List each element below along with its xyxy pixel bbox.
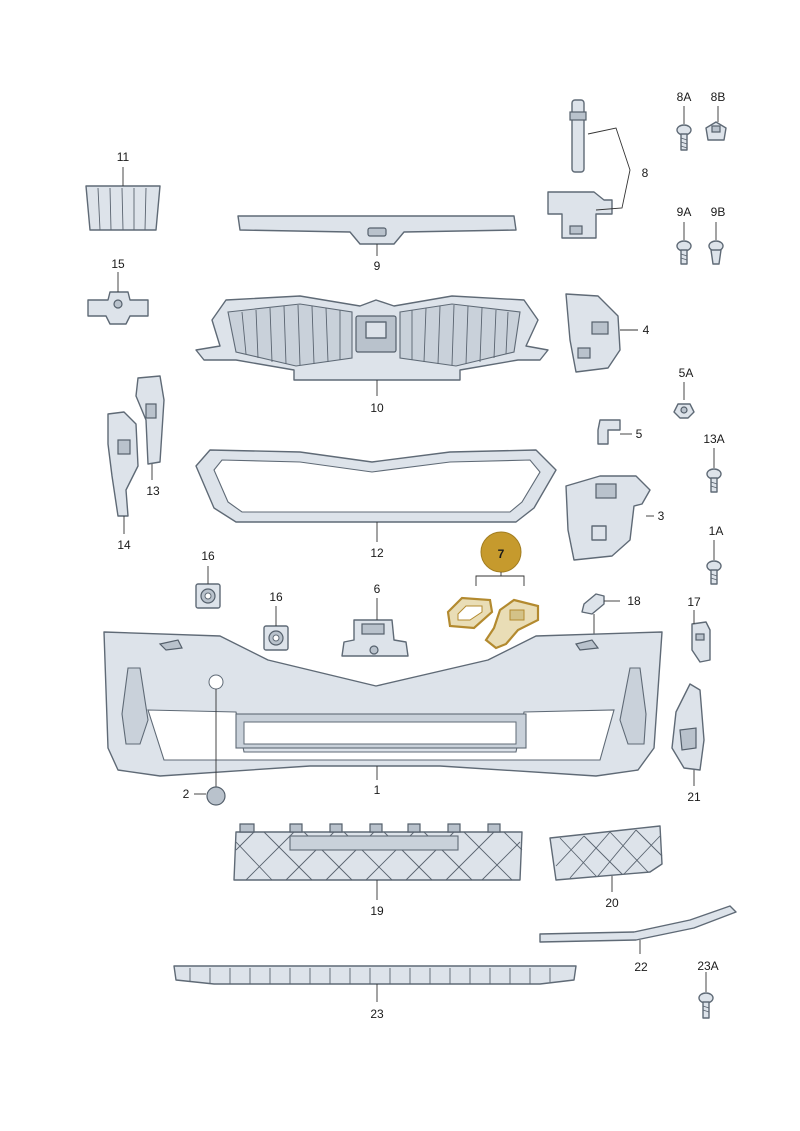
part-6-holder [341,598,409,657]
part-17-clip-bracket [691,610,711,663]
callout-5: 5 [636,427,643,441]
callout-21: 21 [687,790,701,804]
part-14-guide-left [107,411,139,534]
callout-9: 9 [374,259,381,273]
part-8a-screw [676,106,692,151]
callout-13a: 13A [703,432,724,446]
callout-11: 11 [117,150,130,164]
callout-4: 4 [643,323,650,337]
callout-8a: 8A [677,90,692,104]
part-21-side-trim [671,683,705,786]
callout-19: 19 [370,904,384,918]
callout-16-a: 16 [201,549,215,563]
part-16-sensor-holder-a [195,566,221,609]
callout-3: 3 [658,509,665,523]
part-16-sensor-holder-b [263,606,289,651]
part-5-holder [597,419,632,445]
part-8b-clip-nut [705,106,727,141]
part-23a-screw [698,972,714,1019]
callout-22: 22 [634,960,648,974]
callout-12: 12 [370,546,384,560]
part-23-spoiler [173,965,577,1002]
part-4-side-bracket [565,293,638,373]
part-5a-nut [673,382,695,419]
part-7-highlighted-set[interactable] [446,531,540,650]
callout-10: 10 [370,401,384,415]
part-20-side-grille [549,825,663,892]
part-1-bumper-cover [103,631,663,790]
callout-20: 20 [605,896,619,910]
callout-1: 1 [374,783,381,797]
part-13a-screw [706,448,722,493]
callout-6: 6 [374,582,381,596]
callout-23: 23 [370,1007,384,1021]
part-22-trim-strip [539,905,737,954]
part-15-bracket [87,272,149,325]
callout-13: 13 [146,484,160,498]
part-19-lower-grille [233,823,523,900]
part-9b-expansion-rivet [708,222,724,265]
callout-8b: 8B [711,90,726,104]
part-10-radiator-grille [195,295,549,396]
part-13-guide-left [135,375,165,480]
callout-7: 7 [498,547,505,561]
callout-2: 2 [183,787,190,801]
callout-5a: 5A [679,366,694,380]
callout-23a: 23A [697,959,718,973]
callout-18: 18 [627,594,641,608]
callout-14: 14 [117,538,131,552]
part-3-side-bracket [565,475,654,561]
part-12-grille-frame [195,449,557,542]
part-1a-screw [706,540,722,585]
part-11-grille-insert [85,167,161,231]
callout-9a: 9A [677,205,692,219]
callout-8: 8 [642,166,649,180]
part-8-guide-assembly [547,99,631,239]
callout-1a: 1A [709,524,724,538]
part-9a-screw [676,222,692,265]
callout-17: 17 [687,595,701,609]
callout-9b: 9B [711,205,726,219]
part-9-cross-member [237,215,517,256]
part-2-plug [194,786,226,806]
callout-15: 15 [111,257,125,271]
callout-16-b: 16 [269,590,283,604]
